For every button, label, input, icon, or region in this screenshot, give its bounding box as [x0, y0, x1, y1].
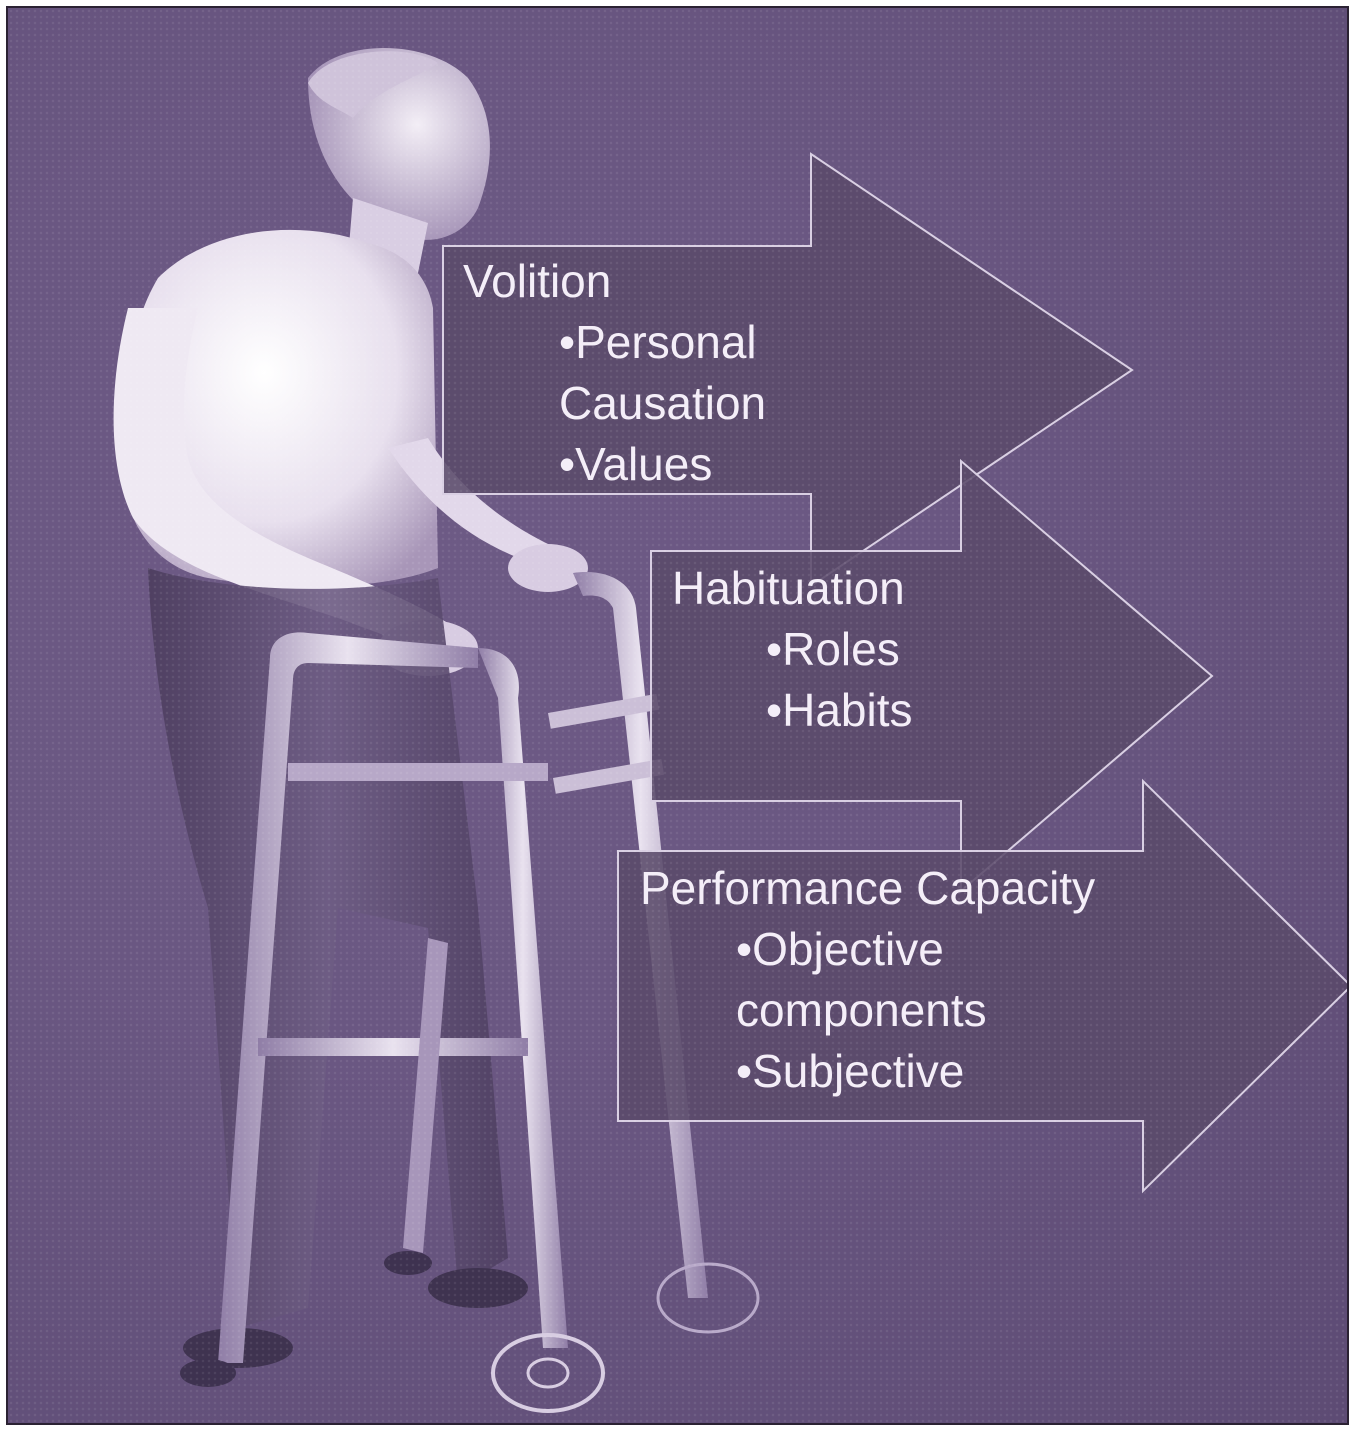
habituation-arrow — [650, 458, 1214, 894]
volition-text-block: Volition •Personal Causation •Values — [463, 251, 766, 495]
habituation-item: •Roles — [766, 623, 900, 675]
performance-capacity-item: components — [736, 984, 987, 1036]
performance-capacity-item: •Subjective — [736, 1045, 965, 1097]
volition-item: •Personal — [559, 316, 757, 368]
diagram-frame: Volition •Personal Causation •Values Hab… — [6, 6, 1349, 1425]
performance-capacity-item: •Objective — [736, 923, 944, 975]
performance-capacity-heading: Performance Capacity — [640, 862, 1096, 914]
illustration-svg — [113, 48, 1347, 1413]
volition-item: Causation — [559, 377, 767, 429]
volition-item: •Values — [559, 438, 713, 490]
habituation-heading: Habituation — [672, 562, 905, 614]
habituation-text-block: Habituation •Roles •Habits — [672, 558, 913, 741]
performance-capacity-text-block: Performance Capacity •Objective componen… — [640, 858, 1095, 1102]
volition-heading: Volition — [463, 255, 612, 307]
habituation-item: •Habits — [766, 684, 913, 736]
performance-capacity-arrow — [617, 778, 1347, 1194]
